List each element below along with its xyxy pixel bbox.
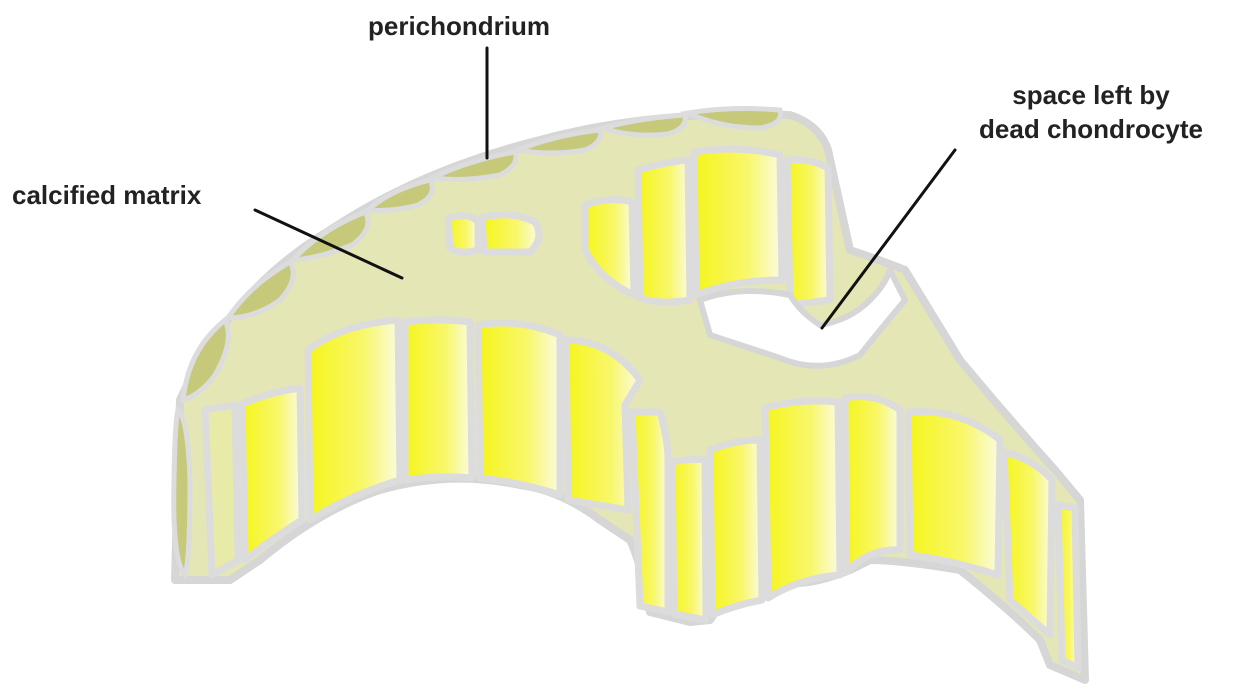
chondrocyte [710,440,762,615]
perichondrium-segment [174,410,190,575]
space-left-label-line1: space left by [956,78,1226,112]
perichondrium-label: perichondrium [368,9,550,43]
chondrocyte [205,405,238,575]
chondrocyte [566,340,640,510]
chondrocyte [638,160,690,302]
chondrocyte [694,149,782,295]
chondrocyte [478,323,560,495]
chondrocyte [482,215,539,252]
space-left-label-line2: dead chondrocyte [956,112,1226,146]
chondrocyte [448,216,478,252]
perichondrium-segment [603,115,685,135]
chondrocyte [1058,505,1078,668]
chondrocyte [765,401,840,598]
chondrocyte [672,459,706,620]
chondrocyte [632,412,668,612]
space-left-label: space left by dead chondrocyte [956,78,1226,146]
chondrocyte [787,160,830,305]
chondrocyte [845,397,900,573]
calcified-matrix-label: calcified matrix [12,178,201,212]
chondrocyte [908,412,1000,575]
chondrocyte [405,320,472,480]
